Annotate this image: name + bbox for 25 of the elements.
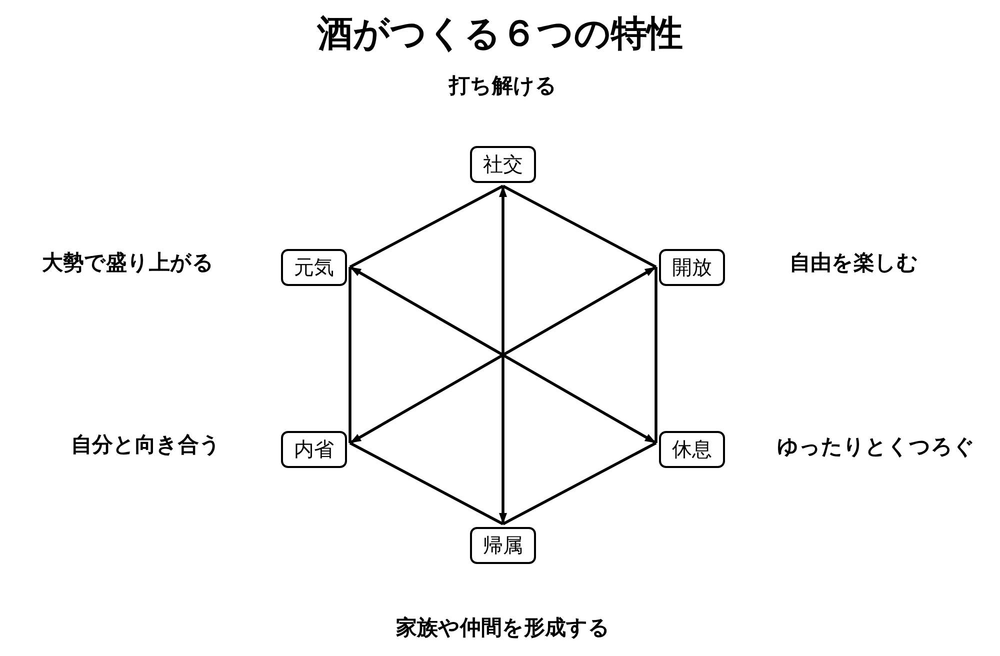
connector-line: [349, 442, 504, 526]
side-label: 大勢で盛り上がる: [42, 250, 214, 276]
connector-line: [349, 184, 504, 268]
label-box: 開放: [659, 248, 725, 286]
label-box: 内省: [281, 430, 347, 468]
arrow: [502, 354, 657, 444]
side-label: 家族や仲間を形成する: [396, 615, 610, 641]
side-label: ゆったりとくつろぐ: [777, 434, 975, 460]
label-box: 社交: [470, 146, 536, 183]
arrow: [502, 266, 657, 356]
side-label: 自分と向き合う: [71, 432, 221, 458]
arrow: [499, 186, 507, 355]
side-label: 打ち解ける: [449, 73, 557, 99]
connector-line: [502, 442, 657, 526]
connector-line: [502, 184, 657, 268]
arrow: [499, 355, 507, 524]
title: 酒がつくる６つの特性: [317, 12, 683, 56]
label-box: 帰属: [470, 527, 536, 564]
arrow: [349, 266, 504, 356]
connector-line: [348, 267, 352, 443]
label-box: 休息: [659, 430, 725, 468]
connector-line: [654, 267, 658, 443]
label-box: 元気: [281, 248, 347, 286]
arrow: [349, 354, 504, 444]
side-label: 自由を楽しむ: [790, 250, 918, 276]
